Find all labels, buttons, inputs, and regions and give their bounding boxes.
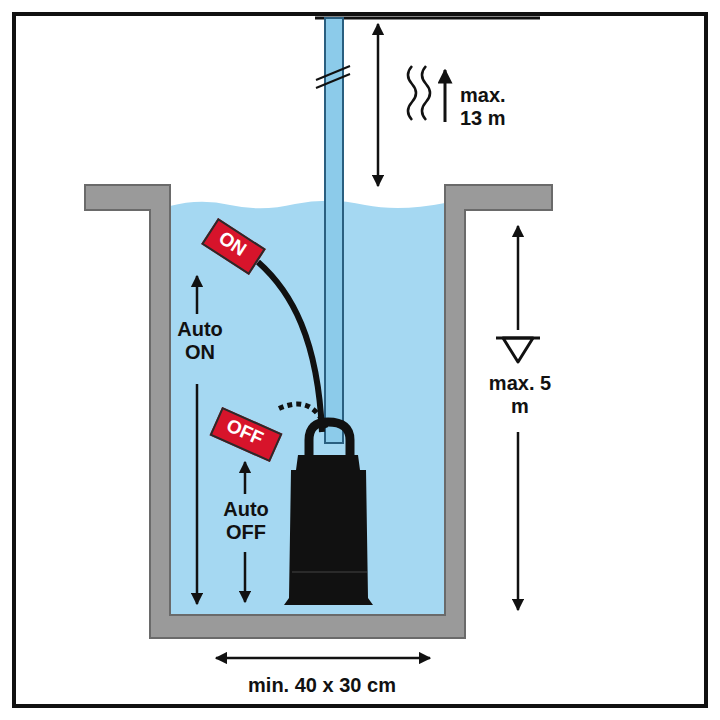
pump-handle <box>309 422 350 458</box>
pump <box>284 455 373 605</box>
lift-arrow <box>444 70 447 122</box>
pit-wall <box>85 185 552 638</box>
auto-on-arrow <box>196 276 199 314</box>
auto-off-arrow <box>244 462 247 494</box>
pipe-break <box>316 66 350 80</box>
water-level-symbol <box>503 338 533 362</box>
height-arrow <box>377 24 380 186</box>
auto-off-arrow <box>244 552 247 602</box>
depth-arrow <box>517 432 520 610</box>
depth-arrow <box>517 226 520 330</box>
pump-detail <box>292 571 367 573</box>
wave-symbol <box>408 66 416 120</box>
discharge-pipe <box>325 18 343 443</box>
auto-on-arrow <box>196 384 199 604</box>
width-arrow <box>216 657 430 660</box>
water <box>170 201 445 615</box>
dimension-label: max. 5 m <box>487 372 553 418</box>
pipe-break <box>316 74 350 88</box>
dimension-label: Auto OFF <box>215 498 277 544</box>
wave-symbol <box>422 66 430 120</box>
dimension-label: Auto ON <box>169 318 231 364</box>
dimension-label: min. 40 x 30 cm <box>248 674 396 697</box>
discharge-level <box>315 17 540 20</box>
frame <box>14 14 706 706</box>
dimension-label: max. 13 m <box>460 84 522 130</box>
